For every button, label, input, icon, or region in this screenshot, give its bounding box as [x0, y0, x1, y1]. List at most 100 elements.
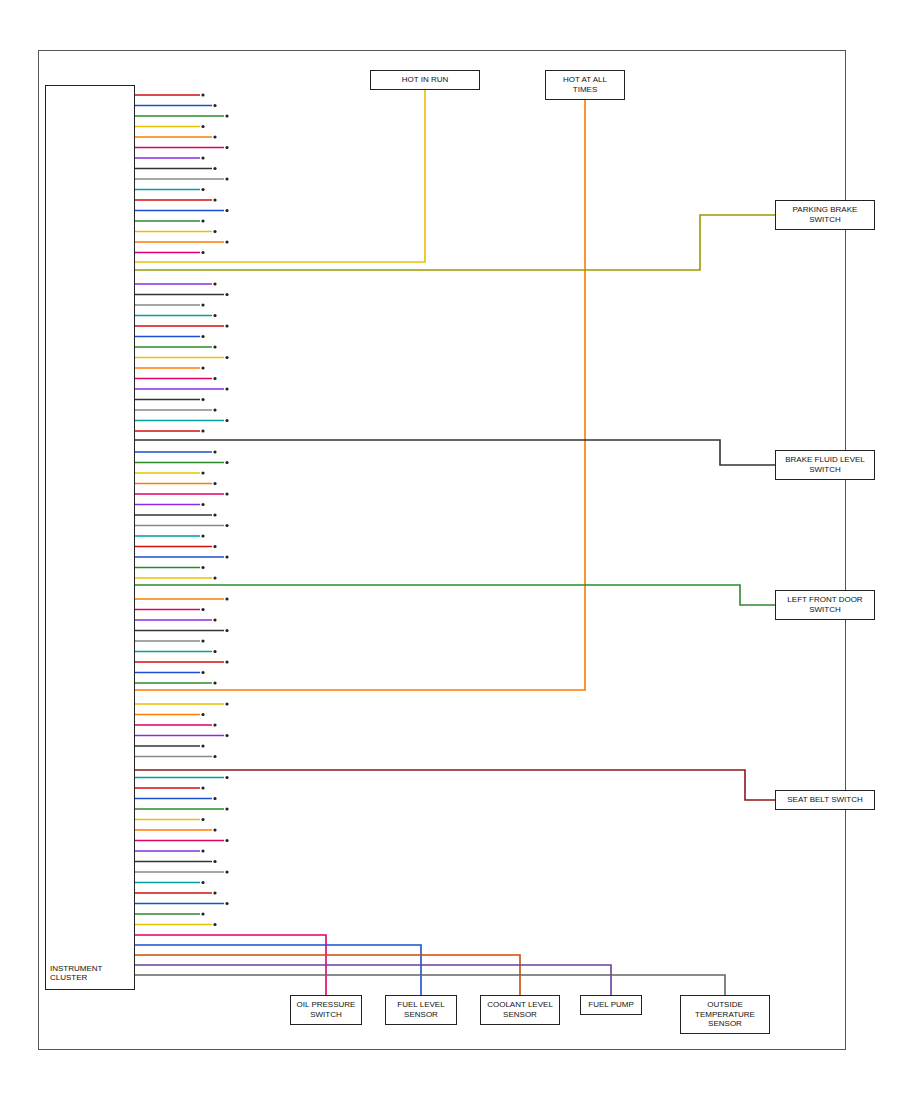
- pin-wire: [135, 567, 200, 568]
- wire-end: [213, 282, 216, 285]
- wire-end: [201, 713, 204, 716]
- wire-end: [201, 671, 204, 674]
- wire-connector: [135, 100, 585, 690]
- wire-end: [201, 303, 204, 306]
- wire-end: [225, 356, 228, 359]
- pin-wire: [135, 882, 200, 883]
- wire-end: [201, 251, 204, 254]
- wire-end: [213, 198, 216, 201]
- wire-end: [201, 125, 204, 128]
- wire-end: [213, 377, 216, 380]
- wire-end: [225, 524, 228, 527]
- wire-end: [225, 177, 228, 180]
- pin-wire: [135, 220, 200, 221]
- wire-end: [225, 807, 228, 810]
- pin-wire: [135, 651, 212, 652]
- wire-end: [213, 104, 216, 107]
- component-box: LEFT FRONT DOOR SWITCH: [775, 590, 875, 620]
- wire-end: [225, 734, 228, 737]
- pin-wire: [135, 451, 212, 452]
- pin-wire: [135, 304, 200, 305]
- pin-wire: [135, 546, 212, 547]
- wire-end: [213, 513, 216, 516]
- pin-wire: [135, 703, 224, 704]
- wire-end: [225, 660, 228, 663]
- pin-wire: [135, 210, 224, 211]
- component-box: OIL PRESSURE SWITCH: [290, 995, 362, 1025]
- pin-wire: [135, 483, 212, 484]
- pin-wire: [135, 577, 212, 578]
- wire-end: [201, 818, 204, 821]
- pin-wire: [135, 94, 200, 95]
- pin-wire: [135, 808, 224, 809]
- pin-wire: [135, 472, 200, 473]
- pin-wire: [135, 924, 212, 925]
- wire-end: [213, 135, 216, 138]
- wire-end: [201, 881, 204, 884]
- wire-end: [201, 156, 204, 159]
- wire-connector: [135, 770, 775, 800]
- pin-wire: [135, 672, 200, 673]
- pin-wire: [135, 840, 224, 841]
- wire-end: [213, 167, 216, 170]
- pin-wire: [135, 388, 224, 389]
- pin-wire: [135, 724, 212, 725]
- pin-wire: [135, 147, 224, 148]
- wire-end: [213, 723, 216, 726]
- component-label: FUEL PUMP: [586, 1000, 636, 1010]
- wire-connector: [135, 90, 425, 262]
- wire-end: [213, 482, 216, 485]
- pin-wire: [135, 871, 224, 872]
- component-box: BRAKE FLUID LEVEL SWITCH: [775, 450, 875, 480]
- pin-wire: [135, 756, 212, 757]
- component-label: BRAKE FLUID LEVEL SWITCH: [781, 455, 869, 474]
- pin-wire: [135, 861, 212, 862]
- pin-wire: [135, 294, 224, 295]
- wire-end: [201, 912, 204, 915]
- pin-wire: [135, 493, 224, 494]
- wire-end: [201, 744, 204, 747]
- wire-end: [213, 755, 216, 758]
- component-label: COOLANT LEVEL SENSOR: [486, 1000, 554, 1019]
- component-label: OUTSIDE TEMPERATURE SENSOR: [686, 1000, 764, 1029]
- component-label: FUEL LEVEL SENSOR: [391, 1000, 451, 1019]
- pin-wire: [135, 850, 200, 851]
- wire-end: [225, 324, 228, 327]
- pin-wire: [135, 682, 212, 683]
- wire-end: [225, 629, 228, 632]
- wire-end: [225, 597, 228, 600]
- pin-wire: [135, 525, 224, 526]
- wire-connector: [135, 975, 725, 995]
- wire-end: [225, 146, 228, 149]
- pin-wire: [135, 619, 212, 620]
- wire-connector: [135, 215, 775, 270]
- wire-end: [213, 891, 216, 894]
- pin-wire: [135, 640, 200, 641]
- component-label: HOT AT ALL TIMES: [551, 75, 619, 94]
- wire-end: [225, 902, 228, 905]
- wire-end: [225, 492, 228, 495]
- pin-wire: [135, 252, 200, 253]
- pin-wire: [135, 315, 212, 316]
- wire-end: [213, 923, 216, 926]
- pin-wire: [135, 798, 212, 799]
- wire-end: [213, 314, 216, 317]
- wire-connector: [135, 440, 775, 465]
- wire-end: [201, 219, 204, 222]
- pin-wire: [135, 241, 224, 242]
- wire-connector: [135, 585, 775, 605]
- wire-end: [225, 461, 228, 464]
- pin-wire: [135, 336, 200, 337]
- wire-end: [225, 702, 228, 705]
- component-label: SEAT BELT SWITCH: [781, 795, 869, 805]
- wire-end: [225, 555, 228, 558]
- component-label: PARKING BRAKE SWITCH: [781, 205, 869, 224]
- wire-end: [213, 408, 216, 411]
- wire-end: [213, 860, 216, 863]
- pin-wire: [135, 598, 224, 599]
- pin-wire: [135, 735, 224, 736]
- pin-wire: [135, 105, 212, 106]
- pin-wire: [135, 892, 212, 893]
- wire-end: [213, 650, 216, 653]
